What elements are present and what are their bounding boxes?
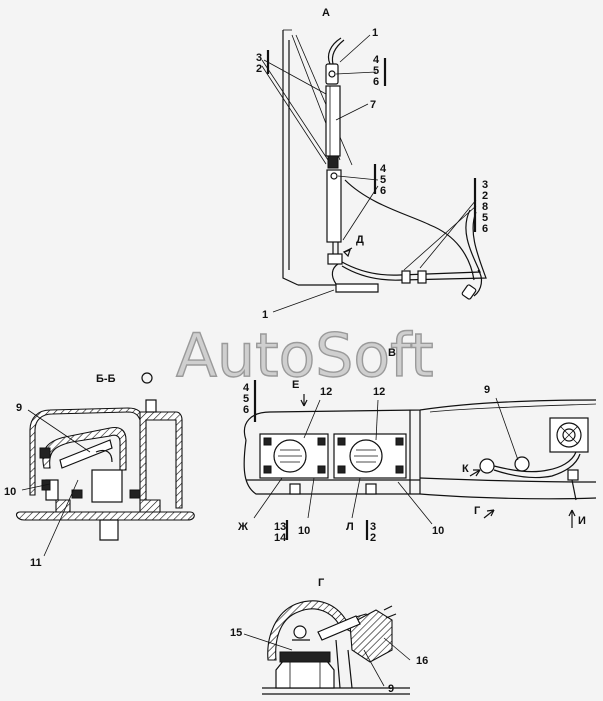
callout-v-9: 9: [484, 384, 490, 396]
callout-v-12-left: 12: [320, 386, 332, 398]
callout-a-5c: 5: [482, 212, 488, 224]
tube-7: [325, 85, 341, 157]
callout-v-12-right: 12: [373, 386, 385, 398]
direction-d: Д: [356, 234, 364, 246]
callout-bb-10: 10: [4, 486, 16, 498]
view-a: А: [256, 7, 488, 321]
callout-a-2c: 2: [482, 190, 488, 202]
view-a-title: А: [322, 7, 330, 19]
callout-bb-9: 9: [16, 402, 22, 414]
callout-v-5: 5: [243, 393, 249, 405]
view-v-title: В: [388, 347, 396, 359]
callout-v-6: 6: [243, 404, 249, 416]
direction-zh: Ж: [237, 521, 248, 533]
section-marker: [141, 372, 153, 384]
callout-v-14: 14: [274, 532, 287, 544]
lamp-socket-nut: [275, 659, 335, 689]
callout-bb-11: 11: [30, 557, 42, 569]
callout-a-6b: 6: [380, 185, 386, 197]
callout-a-4: 4: [373, 54, 380, 66]
direction-i: И: [578, 515, 586, 527]
inner-cover: [42, 426, 127, 471]
callout-v-4: 4: [243, 382, 250, 394]
base-plate: [15, 511, 195, 521]
callout-a-3c: 3: [482, 179, 488, 191]
callout-v-13: 13: [274, 521, 286, 533]
callout-a-5b: 5: [380, 174, 386, 186]
callout-a-1-top: 1: [372, 27, 378, 39]
direction-g: Г: [474, 505, 481, 517]
callout-v-10-right: 10: [432, 525, 444, 537]
view-v: В: [237, 347, 597, 544]
callout-v-2: 2: [370, 532, 376, 544]
tank-wall: [139, 411, 183, 509]
callout-a-7: 7: [370, 99, 376, 111]
callout-a-8c: 8: [482, 201, 488, 213]
callout-a-2: 2: [256, 63, 262, 75]
direction-e: Е: [292, 379, 299, 391]
callout-a-5: 5: [373, 65, 379, 77]
view-g-title: Г: [318, 577, 325, 589]
callout-a-6c: 6: [482, 223, 488, 235]
switch-block: [91, 469, 123, 503]
view-bb: Б-Б 9 10 11: [4, 372, 195, 569]
callout-g-9: 9: [388, 683, 394, 695]
callout-g-16: 16: [416, 655, 428, 667]
direction-k: К: [462, 463, 469, 475]
callout-v-10-left: 10: [298, 525, 310, 537]
callout-a-1-bottom: 1: [262, 309, 268, 321]
callout-v-3: 3: [370, 521, 376, 533]
wire-sleeve: [349, 609, 393, 663]
callout-g-15: 15: [230, 627, 242, 639]
callout-a-3: 3: [256, 52, 262, 64]
mount-plate: [335, 283, 379, 293]
callout-a-6: 6: [373, 76, 379, 88]
direction-l: Л: [346, 521, 354, 533]
lamp-k: [479, 458, 495, 474]
connector-plug: [461, 284, 477, 300]
callout-a-4b: 4: [380, 163, 387, 175]
view-g: Г 15 16 9: [230, 577, 428, 695]
lower-tube: [326, 169, 342, 243]
watermark: AutoSoft: [176, 321, 434, 391]
view-bb-title: Б-Б: [96, 373, 116, 385]
